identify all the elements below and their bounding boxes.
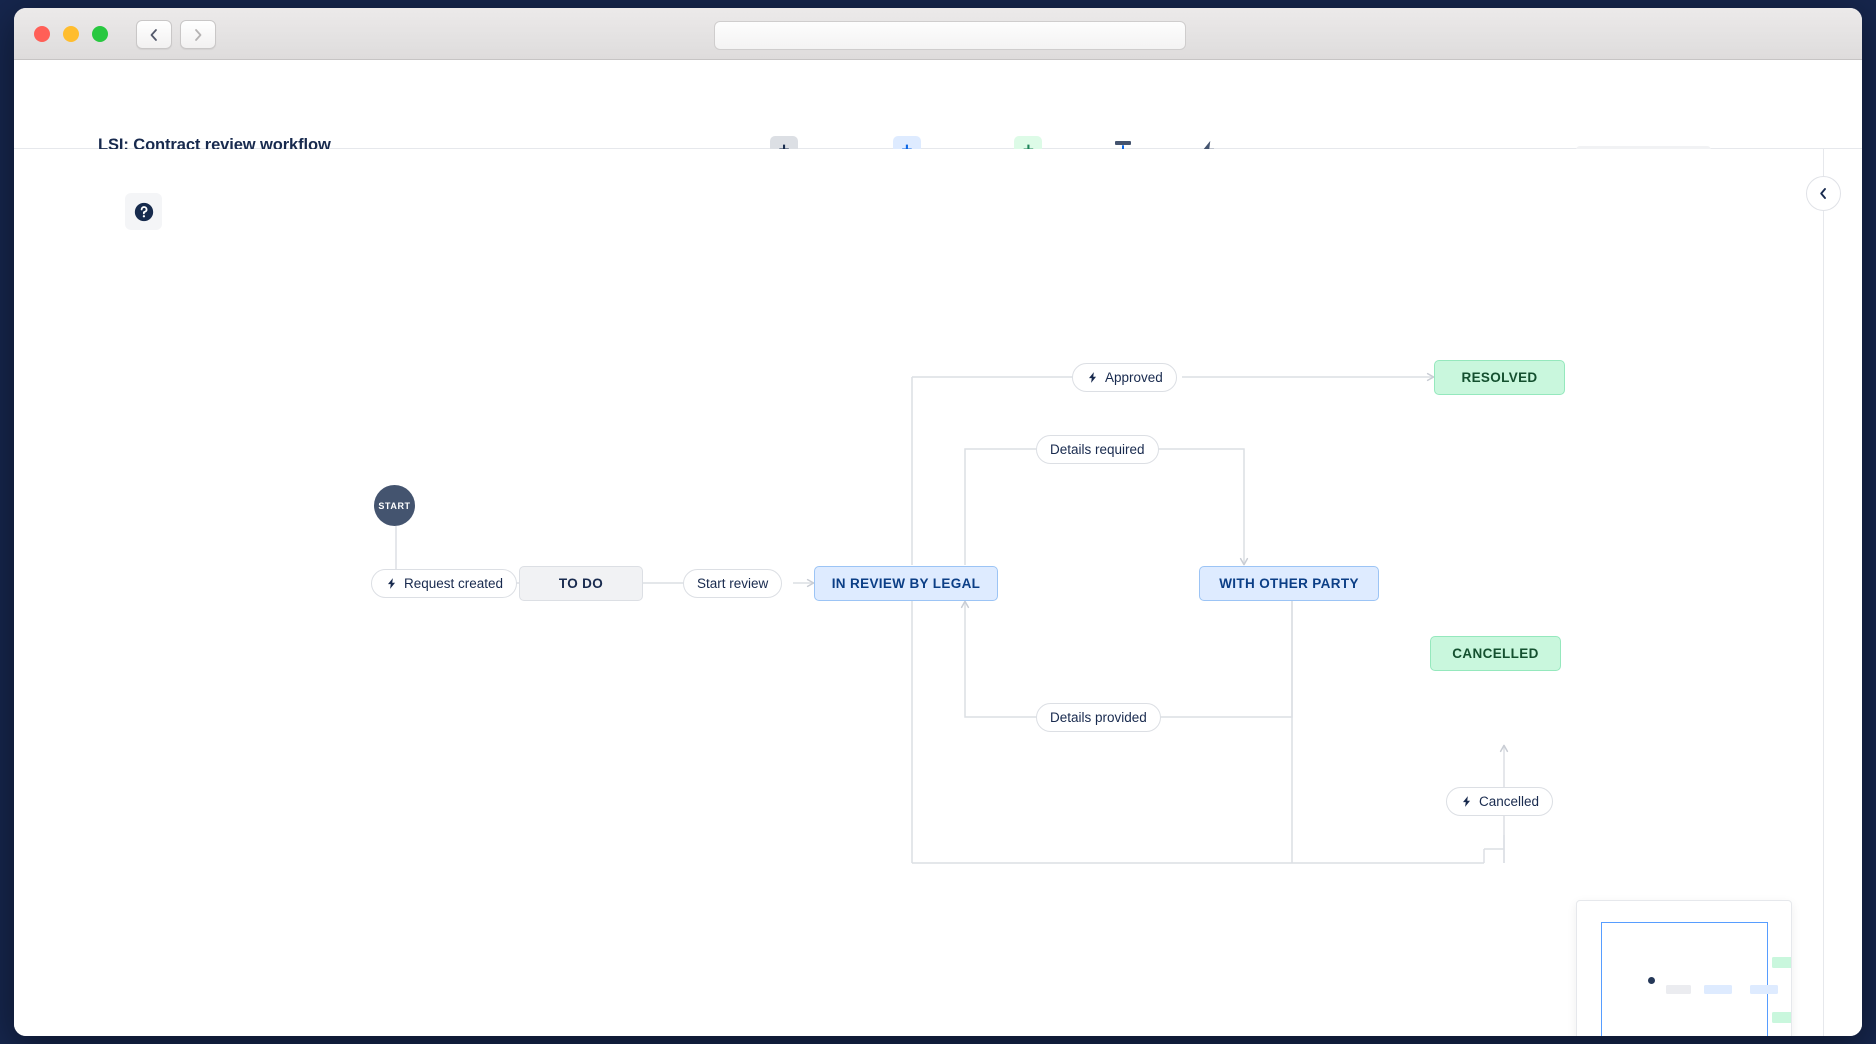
status-node-to-do[interactable]: TO DO (519, 566, 643, 601)
rule-bolt-icon (1086, 371, 1099, 384)
minimap-node (1772, 1012, 1791, 1023)
browser-window: LSI: Contract review workflow Used in 1 … (14, 8, 1862, 1036)
app-header: LSI: Contract review workflow Used in 1 … (14, 60, 1862, 187)
status-node-label: RESOLVED (1461, 370, 1538, 385)
transition-request-created[interactable]: Request created (371, 569, 518, 598)
minimap-node (1772, 957, 1791, 968)
rule-bolt-icon (1460, 795, 1473, 808)
workflow-canvas[interactable]: START TO DO IN REVIEW BY LEGAL WITH OTHE… (14, 149, 1862, 1036)
minimap-viewport[interactable] (1601, 922, 1791, 1036)
transition-start-review[interactable]: Start review (683, 569, 783, 598)
minimap-node (1750, 985, 1778, 994)
minimap[interactable] (1576, 900, 1792, 1036)
help-icon[interactable] (125, 193, 162, 230)
transition-label: Details provided (1050, 710, 1147, 725)
minimap-node (1666, 985, 1691, 994)
minimize-window-button[interactable] (63, 26, 79, 42)
status-node-in-review-by-legal[interactable]: IN REVIEW BY LEGAL (814, 566, 998, 601)
forward-button[interactable] (180, 20, 216, 49)
status-node-label: IN REVIEW BY LEGAL (831, 576, 981, 591)
minimap-node (1704, 985, 1732, 994)
status-node-with-other-party[interactable]: WITH OTHER PARTY (1199, 566, 1379, 601)
browser-chrome (14, 8, 1862, 60)
transition-approved[interactable]: Approved (1072, 363, 1177, 392)
status-node-label: TO DO (558, 576, 604, 591)
transition-cancelled[interactable]: Cancelled (1446, 787, 1554, 816)
transition-label: Approved (1105, 370, 1163, 385)
navigation-buttons (136, 20, 216, 49)
rule-bolt-icon (385, 577, 398, 590)
traffic-lights (34, 26, 108, 42)
transition-label: Details required (1050, 442, 1145, 457)
status-node-label: CANCELLED (1452, 646, 1539, 661)
collapse-panel-button[interactable] (1806, 176, 1841, 211)
transition-label: Cancelled (1479, 794, 1540, 809)
transition-label: Start review (697, 576, 769, 591)
back-button[interactable] (136, 20, 172, 49)
url-bar[interactable] (714, 21, 1186, 50)
status-node-label: WITH OTHER PARTY (1219, 576, 1359, 591)
transition-details-required[interactable]: Details required (1036, 435, 1159, 464)
transition-label: Request created (404, 576, 504, 591)
minimap-node (1648, 977, 1655, 984)
close-window-button[interactable] (34, 26, 50, 42)
transition-details-provided[interactable]: Details provided (1036, 703, 1161, 732)
start-node-label: START (378, 500, 411, 511)
zoom-window-button[interactable] (92, 26, 108, 42)
start-node[interactable]: START (374, 485, 415, 526)
canvas-divider (1823, 149, 1824, 1036)
status-node-cancelled[interactable]: CANCELLED (1430, 636, 1561, 671)
status-node-resolved[interactable]: RESOLVED (1434, 360, 1565, 395)
